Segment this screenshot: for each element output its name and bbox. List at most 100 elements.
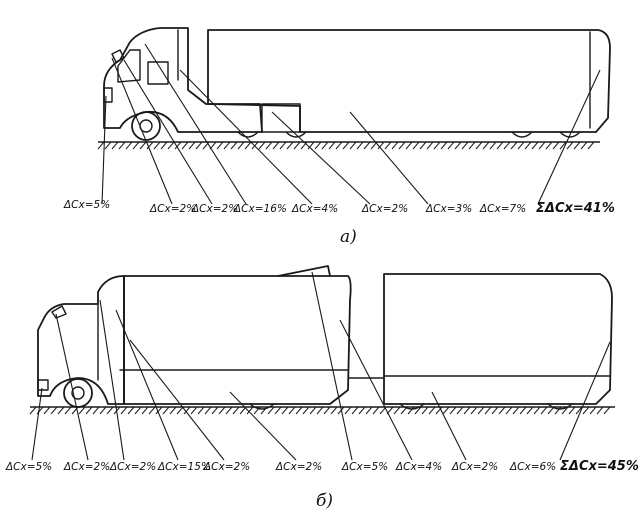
hatch-mark: [211, 406, 219, 415]
label-a-2: ΔCx=2%: [149, 203, 196, 215]
label-a-1: ΔCx=5%: [63, 199, 110, 211]
mirror-b: [51, 305, 67, 319]
roof-deflector-b: [277, 265, 331, 277]
hatch-mark: [314, 141, 322, 150]
trailer-body-b: [383, 273, 613, 405]
hatch-mark: [316, 406, 324, 415]
hatch-mark: [484, 406, 492, 415]
hatch-mark: [538, 141, 546, 150]
trailer-wheel-1-b: [399, 403, 425, 410]
hatch-mark: [421, 406, 429, 415]
hatch-mark: [176, 406, 184, 415]
hatch-mark: [398, 141, 406, 150]
hatch-mark: [412, 141, 420, 150]
hatch-mark: [155, 406, 163, 415]
hatch-mark: [274, 406, 282, 415]
hatch-mark: [547, 406, 555, 415]
hatch-mark: [414, 406, 422, 415]
hatch-mark: [449, 406, 457, 415]
headlight-b: [37, 379, 49, 391]
hatch-mark: [181, 141, 189, 150]
hatch-mark: [596, 406, 604, 415]
label-a-7: ΔCx=3%: [425, 203, 472, 215]
label-a-6: ΔCx=2%: [361, 203, 408, 215]
hatch-mark: [195, 141, 203, 150]
hatch-mark: [92, 406, 100, 415]
windshield-a: [117, 49, 141, 83]
hatch-mark: [491, 406, 499, 415]
hatch-mark: [160, 141, 168, 150]
truck-cab-b: [37, 275, 125, 405]
hatch-mark: [141, 406, 149, 415]
label-b-4: ΔCx=15%: [157, 461, 211, 473]
hatch-mark: [300, 141, 308, 150]
hatch-mark: [225, 406, 233, 415]
hatch-mark: [351, 406, 359, 415]
hatch-mark: [295, 406, 303, 415]
label-b-2: ΔCx=2%: [63, 461, 110, 473]
hatch-mark: [533, 406, 541, 415]
hatch-mark: [526, 406, 534, 415]
hatch-mark: [246, 406, 254, 415]
hatch-mark: [307, 141, 315, 150]
hatch-mark: [267, 406, 275, 415]
hatch-mark: [344, 406, 352, 415]
trailer-wheel-1-a: [511, 131, 533, 138]
hatch-mark: [335, 141, 343, 150]
label-b-8: ΔCx=4%: [395, 461, 442, 473]
hatch-mark: [104, 141, 112, 150]
hatch-mark: [603, 406, 611, 415]
hatch-mark: [561, 406, 569, 415]
hatch-mark: [575, 406, 583, 415]
hatch-mark: [281, 406, 289, 415]
hatch-mark: [85, 406, 93, 415]
figure-a-labels: ΔCx=5% ΔCx=2% ΔCx=2% ΔCx=16% ΔCx=4% ΔCx=…: [63, 199, 615, 216]
hatch-mark: [244, 141, 252, 150]
hatch-mark: [531, 141, 539, 150]
drive-wheel-1-a: [237, 131, 259, 138]
hatch-mark: [230, 141, 238, 150]
hatch-mark: [365, 406, 373, 415]
hatch-mark: [496, 141, 504, 150]
hatch-mark: [342, 141, 350, 150]
hatch-mark: [111, 141, 119, 150]
hatch-mark: [566, 141, 574, 150]
hatch-mark: [447, 141, 455, 150]
hatch-mark: [78, 406, 86, 415]
hatch-mark: [197, 406, 205, 415]
semitrailer-body-a: [207, 29, 611, 133]
hatch-mark: [442, 406, 450, 415]
hatch-mark: [440, 141, 448, 150]
hatch-mark: [552, 141, 560, 150]
figure-a-vehicle: [97, 27, 611, 150]
ground-hatching-a: [97, 141, 595, 150]
hatch-mark: [554, 406, 562, 415]
caption-b: б): [316, 491, 333, 511]
hatch-mark: [503, 141, 511, 150]
hatch-mark: [419, 141, 427, 150]
hatch-mark: [377, 141, 385, 150]
label-b-9: ΔCx=2%: [451, 461, 498, 473]
hatch-mark: [405, 141, 413, 150]
hatch-mark: [372, 406, 380, 415]
hatch-mark: [391, 141, 399, 150]
hatch-mark: [183, 406, 191, 415]
hatch-mark: [204, 406, 212, 415]
headlight-a: [103, 87, 113, 103]
hatch-mark: [169, 406, 177, 415]
hatch-mark: [328, 141, 336, 150]
hatch-mark: [358, 406, 366, 415]
hatch-mark: [589, 406, 597, 415]
label-b-10: ΔCx=6%: [509, 461, 556, 473]
hatch-mark: [407, 406, 415, 415]
hatch-mark: [475, 141, 483, 150]
label-a-5: ΔCx=4%: [291, 203, 338, 215]
trailer-wheel-2-b: [547, 403, 573, 410]
hatch-mark: [118, 141, 126, 150]
label-b-total: ΣΔCx=45%: [560, 459, 639, 474]
cab-door-window-a: [147, 61, 169, 85]
hatch-mark: [50, 406, 58, 415]
hatch-mark: [582, 406, 590, 415]
hatch-mark: [146, 141, 154, 150]
